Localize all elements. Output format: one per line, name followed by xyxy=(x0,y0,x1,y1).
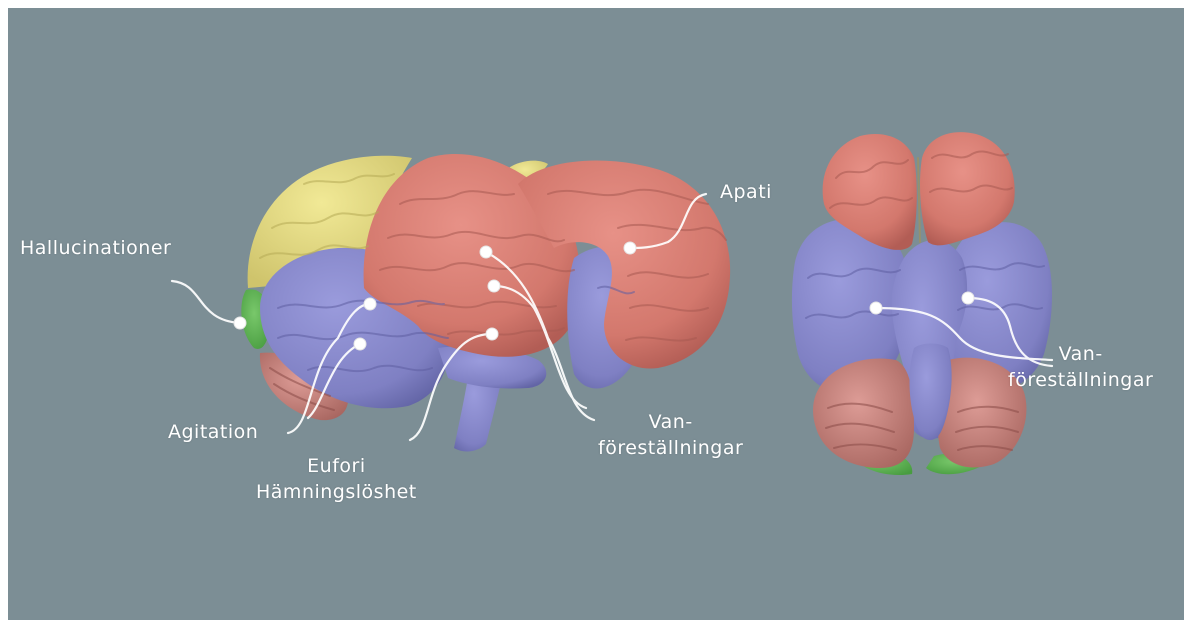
marker-dot-frontal-upper xyxy=(480,246,492,258)
label-agitation-text: Agitation xyxy=(168,420,258,446)
marker-dot-inferior-left xyxy=(870,302,882,314)
label-forestallningar-2-text: föreställningar xyxy=(1008,368,1153,394)
brain-drawing xyxy=(8,8,1184,620)
label-van-2-text: Van- xyxy=(1008,342,1153,368)
marker-dot-frontal-mid xyxy=(488,280,500,292)
label-vanforestallningar-left: Van- föreställningar xyxy=(598,410,743,461)
brain-lateral-view xyxy=(241,154,730,452)
label-eufori-text: Eufori xyxy=(256,454,417,480)
label-hallucinationer: Hallucinationer xyxy=(20,236,171,262)
marker-dot-frontal-lower xyxy=(486,328,498,340)
brain-illustration: Hallucinationer Agitation Eufori Hämning… xyxy=(8,8,1184,620)
label-vanforestallningar-right: Van- föreställningar xyxy=(1008,342,1153,393)
label-agitation: Agitation xyxy=(168,420,258,446)
marker-dot-temporal-upper xyxy=(364,298,376,310)
label-eufori-hamningsloshet: Eufori Hämningslöshet xyxy=(256,454,417,505)
label-hallucinationer-text: Hallucinationer xyxy=(20,236,171,262)
brain-inferior-view xyxy=(792,132,1052,475)
leader-hallucinationer xyxy=(172,281,240,323)
marker-dot-occipital xyxy=(234,317,246,329)
label-apati-text: Apati xyxy=(720,180,772,206)
label-apati: Apati xyxy=(720,180,772,206)
label-forestallningar-1-text: föreställningar xyxy=(598,436,743,462)
marker-dot-medial xyxy=(624,242,636,254)
label-hamningsloshet-text: Hämningslöshet xyxy=(256,480,417,506)
label-van-1-text: Van- xyxy=(598,410,743,436)
marker-dot-temporal-lower xyxy=(354,338,366,350)
marker-dot-inferior-right xyxy=(962,292,974,304)
